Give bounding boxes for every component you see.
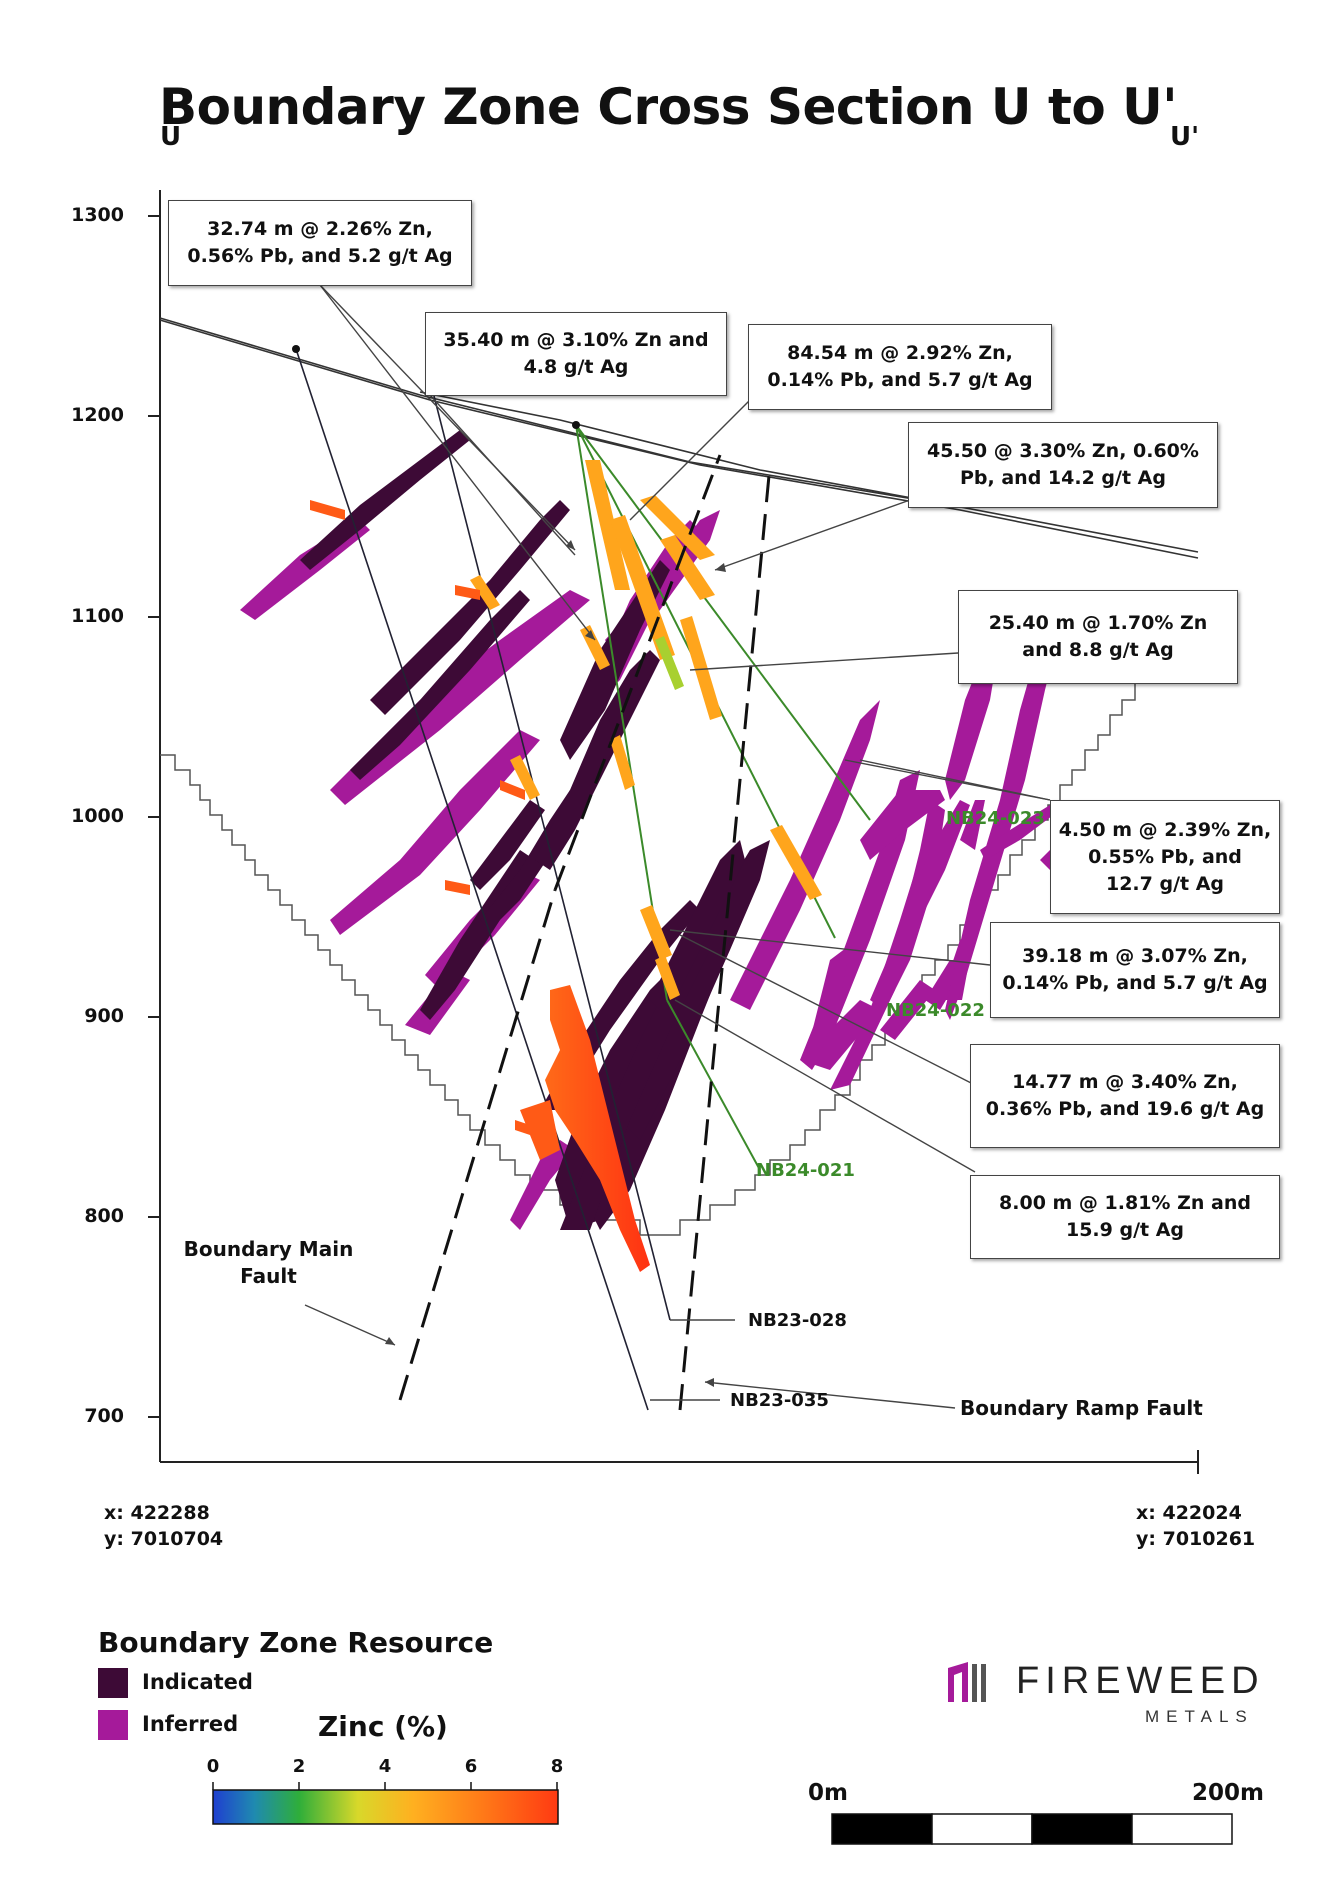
scale-bar xyxy=(831,1813,1233,1845)
boundary-main-fault-label: Boundary Main Fault xyxy=(183,1237,354,1288)
grade-bars-high xyxy=(310,500,545,1140)
colorbar-ticks xyxy=(212,1782,558,1790)
assay-callout-2: 35.40 m @ 3.10% Zn and 4.8 g/t Ag xyxy=(425,312,727,396)
collar-nb23-035 xyxy=(292,345,300,353)
y-tick-label: 700 xyxy=(84,1405,124,1427)
section-start-label: U xyxy=(160,122,182,152)
y-tick-label: 900 xyxy=(84,1005,124,1027)
indicated-lenses xyxy=(300,430,770,1230)
figure-title: Boundary Zone Cross Section U to U' xyxy=(158,78,1178,136)
drill-hole-label: NB23-028 xyxy=(748,1310,847,1331)
company-logo-name: FIREWEED xyxy=(1016,1660,1265,1702)
callout-leaders xyxy=(304,284,1051,1409)
zinc-colorbar xyxy=(212,1789,559,1825)
company-logo-sub: METALS xyxy=(1145,1707,1254,1726)
drill-hole-label: NB24-022 xyxy=(886,1000,985,1021)
legend-label-inferred: Inferred xyxy=(142,1712,239,1736)
assay-callout-3: 84.54 m @ 2.92% Zn, 0.14% Pb, and 5.7 g/… xyxy=(748,324,1052,410)
y-tick-label: 1000 xyxy=(71,805,124,827)
assay-callout-8: 14.77 m @ 3.40% Zn, 0.36% Pb, and 19.6 g… xyxy=(970,1044,1280,1148)
assay-callout-7: 39.18 m @ 3.07% Zn, 0.14% Pb, and 5.7 g/… xyxy=(990,922,1280,1018)
legend-title: Boundary Zone Resource xyxy=(98,1626,494,1659)
y-tick-label: 1300 xyxy=(71,204,124,226)
section-end-label: U' xyxy=(1170,122,1200,152)
legend-label-indicated: Indicated xyxy=(142,1670,253,1694)
colorbar-tick-label: 2 xyxy=(292,1756,306,1777)
colorbar-title: Zinc (%) xyxy=(318,1710,448,1743)
faults xyxy=(398,454,772,1411)
fireweed-logo-mark xyxy=(948,1662,986,1702)
colorbar-tick-label: 0 xyxy=(206,1756,220,1777)
drill-hole-label: NB23-035 xyxy=(730,1390,829,1411)
green-grade-bar xyxy=(655,636,684,690)
assay-callout-5: 25.40 m @ 1.70% Zn and 8.8 g/t Ag xyxy=(958,590,1238,684)
axes xyxy=(148,190,1199,1474)
scale-bar-start-label: 0m xyxy=(808,1780,848,1806)
colorbar-tick-label: 4 xyxy=(378,1756,392,1777)
section-start-coordinates: x: 422288 y: 7010704 xyxy=(104,1502,224,1550)
assay-callout-6: 4.50 m @ 2.39% Zn, 0.55% Pb, and 12.7 g/… xyxy=(1050,800,1280,914)
legend-swatch-indicated xyxy=(98,1668,128,1698)
colorbar-tick-label: 8 xyxy=(550,1756,564,1777)
grade-bars xyxy=(470,460,822,1000)
y-tick-label: 800 xyxy=(84,1205,124,1227)
boundary-ramp-fault-label: Boundary Ramp Fault xyxy=(960,1396,1203,1420)
scale-bar-end-label: 200m xyxy=(1192,1780,1264,1806)
colorbar-tick-label: 6 xyxy=(464,1756,478,1777)
topography xyxy=(159,317,1199,559)
assay-callout-9: 8.00 m @ 1.81% Zn and 15.9 g/t Ag xyxy=(970,1175,1280,1259)
legend-swatch-inferred xyxy=(98,1710,128,1740)
section-end-coordinates: x: 422024 y: 7010261 xyxy=(1136,1502,1256,1550)
drill-hole-label: NB24-023 xyxy=(946,808,1045,829)
high-grade-zone xyxy=(545,985,650,1272)
leader-arrowheads xyxy=(385,540,726,1387)
assay-callout-1: 32.74 m @ 2.26% Zn, 0.56% Pb, and 5.2 g/… xyxy=(168,200,472,286)
collar-nb24-pad xyxy=(572,421,580,429)
high-grade-zone-left xyxy=(520,1100,560,1160)
assay-callout-4: 45.50 @ 3.30% Zn, 0.60% Pb, and 14.2 g/t… xyxy=(908,422,1218,508)
y-tick-label: 1100 xyxy=(71,605,124,627)
drill-hole-label: NB24-021 xyxy=(756,1160,855,1181)
y-tick-label: 1200 xyxy=(71,404,124,426)
